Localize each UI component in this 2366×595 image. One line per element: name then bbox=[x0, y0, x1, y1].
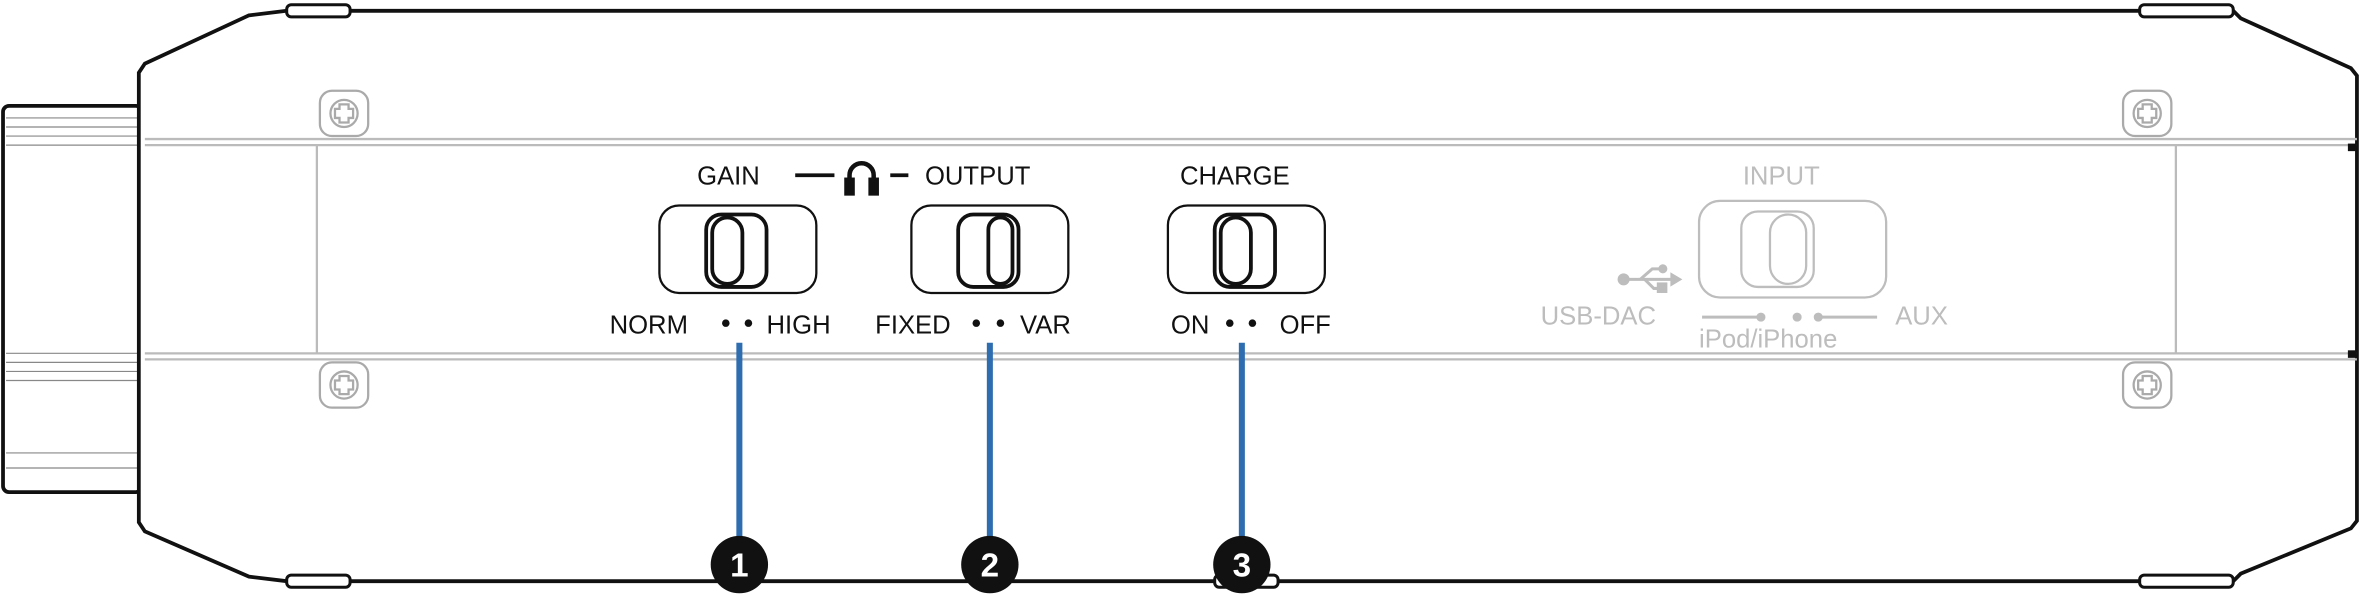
input-left-label: USB-DAC bbox=[1541, 303, 1656, 331]
callout-1: 1 bbox=[710, 535, 769, 594]
usb-icon bbox=[1617, 264, 1683, 293]
output-left-label: FIXED bbox=[875, 312, 951, 340]
headphones-icon bbox=[844, 160, 879, 196]
screw-icon bbox=[318, 89, 370, 138]
input-title: INPUT bbox=[1743, 162, 1820, 190]
gain-right-label: HIGH bbox=[767, 312, 831, 340]
input-right-label: AUX bbox=[1895, 303, 1948, 331]
screw-icon bbox=[2121, 89, 2173, 138]
callout-2: 2 bbox=[961, 535, 1019, 594]
charge-right-label: OFF bbox=[1280, 312, 1331, 340]
gain-title: GAIN bbox=[697, 162, 760, 190]
volume-knob bbox=[1, 103, 144, 495]
svg-text:2: 2 bbox=[981, 548, 999, 585]
device-body-outline bbox=[136, 8, 2359, 584]
charge-left-label: ON bbox=[1171, 312, 1209, 340]
svg-text:3: 3 bbox=[1233, 548, 1251, 585]
charge-title: CHARGE bbox=[1180, 162, 1290, 190]
gain-left-label: NORM bbox=[610, 312, 688, 340]
input-middle-label: iPod/iPhone bbox=[1699, 325, 1837, 353]
output-title: OUTPUT bbox=[925, 162, 1031, 190]
screw-icon bbox=[2121, 361, 2173, 409]
gain-switch[interactable] bbox=[658, 204, 818, 295]
output-switch[interactable] bbox=[910, 204, 1070, 295]
output-right-label: VAR bbox=[1020, 312, 1071, 340]
svg-text:1: 1 bbox=[730, 548, 748, 585]
input-switch[interactable] bbox=[1697, 199, 1888, 299]
screw-icon bbox=[318, 361, 370, 409]
panel-recess bbox=[144, 137, 2357, 361]
charge-switch[interactable] bbox=[1166, 204, 1326, 295]
callout-3: 3 bbox=[1213, 535, 1271, 594]
